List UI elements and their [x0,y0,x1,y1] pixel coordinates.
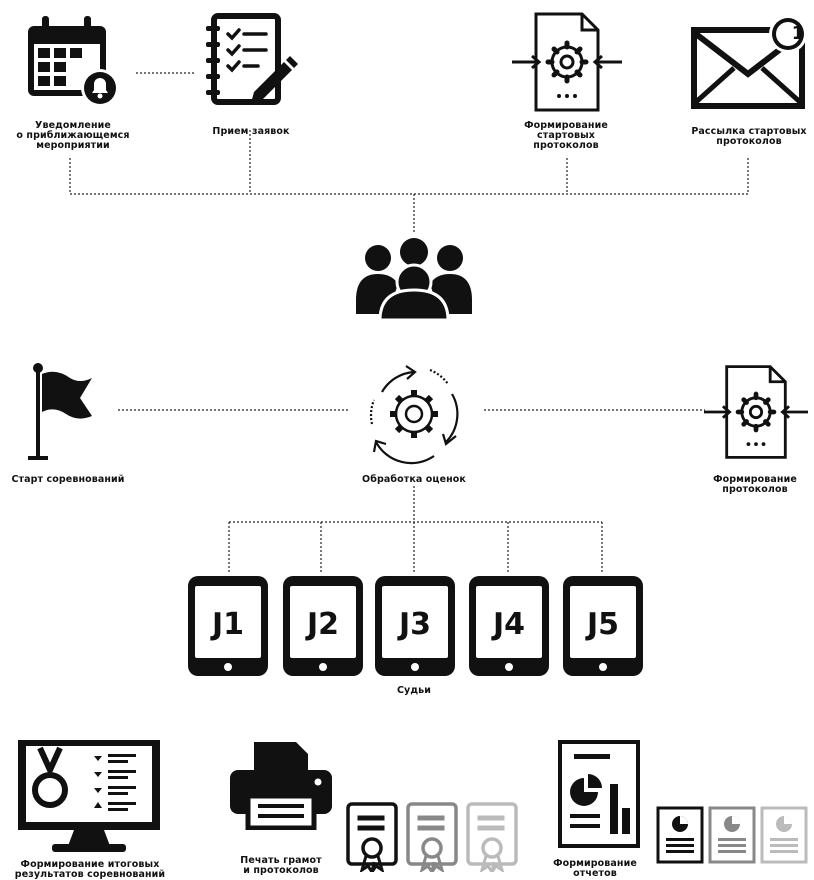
tablet-label: J4 [491,607,525,642]
label-reports-line: Формирование [553,858,637,869]
label-applications: Прием заявок [196,127,306,137]
label-final-results-line: результатов соревнований [14,869,166,880]
people-group-icon [356,238,472,320]
label-form-start-line: протоколов [533,140,599,151]
label-print-line: Печать грамот [240,855,322,866]
tablet-label: J1 [210,607,244,642]
calendar-bell-icon [28,16,119,107]
label-final-results-line: Формирование итоговых [20,859,160,870]
tablet-label: J2 [305,607,339,642]
label-judges: Судьи [384,686,444,696]
label-notify-line: Уведомление [35,120,111,131]
label-start: Старт соревнований [4,475,132,485]
tablet-label: J3 [397,607,431,642]
tablet-j2: J2 [283,576,363,676]
label-form-start-line: стартовых [536,130,595,141]
tablet-label: J5 [585,607,619,642]
printer-icon [230,742,332,830]
label-form-protocols-line: протоколов [722,484,788,495]
flag-icon [28,363,92,460]
label-form-start-line: Формирование [524,120,608,131]
tablet-j5: J5 [563,576,643,676]
report-icon [656,806,808,864]
label-form-protocols-line: Формирование [713,474,797,485]
label-start-line: Старт соревнований [11,474,125,485]
tablet-j4: J4 [469,576,549,676]
label-processing: Обработка оценок [354,475,474,485]
label-print-line: и протоколов [243,865,319,876]
report-chart-icon [558,740,640,848]
monitor-medal-icon [18,740,160,852]
label-notify-line: мероприятии [36,140,110,151]
label-reports-line: отчетов [573,868,617,879]
label-processing-line: Обработка оценок [362,474,466,485]
checklist-notebook-icon [206,13,298,105]
label-mailing-line: Рассылка стартовых [691,126,807,137]
document-gear-icon [512,12,622,112]
gear-cycle-icon [369,365,459,465]
envelope-icon [691,15,807,109]
document-gear-icon [704,365,808,459]
label-applications-line: Прием заявок [212,126,290,137]
mail-badge-count: 1 [791,23,805,44]
tablet-j1: J1 [188,576,268,676]
label-mailing-line: протоколов [716,136,782,147]
label-judges-line: Судьи [396,685,431,696]
tablet-j3: J3 [375,576,455,676]
label-notify-line: о приближающемся [16,130,130,141]
certificate-icon [346,802,518,872]
